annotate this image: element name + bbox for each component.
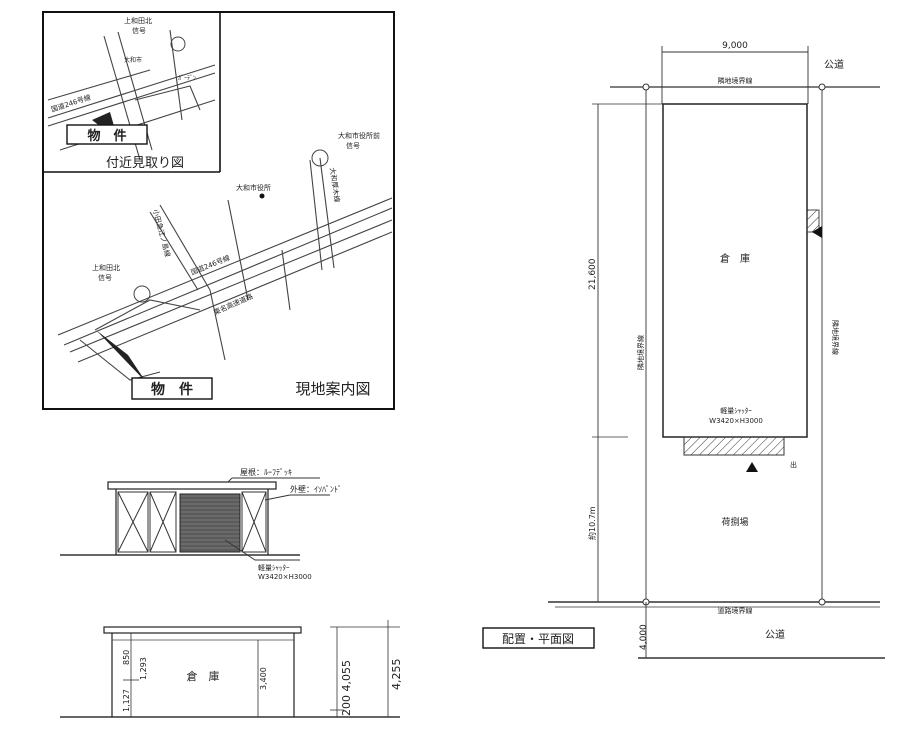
plan-boundary-top: 隣地境界線 [718,76,753,85]
elevation-shutter-size: W3420×H3000 [258,573,312,581]
inset-map-caption: 付近見取り図 [106,156,184,171]
section-dim-4255: 4,255 [390,659,403,691]
plan-title-box [482,627,595,649]
inset-property-label: 物 件 [87,128,126,144]
map-kamiwada-sign-label: 上和田北 [92,263,120,272]
section-dim-4055: 200 4,055 [340,660,353,716]
plan-dim-lot: 約10.7m [587,506,597,540]
section-dim-1293: 1,293 [139,657,148,680]
section-view: 倉 庫 850 1,293 1,127 3,400 200 4,055 4,25… [60,620,403,718]
map-yamato-office-sign-sub: 信号 [346,141,360,150]
inset-map: 上和田北 信号 大和市 国道246号線 ｶﾞｰﾃﾞﾝ 物 件 付近見取り図 [43,12,221,173]
plan-entrance-mark: 出 [790,460,797,469]
main-property-box [131,377,213,400]
plan-dim-length: 21,600 [588,258,598,290]
plan-public-road-top: 公道 [824,58,844,71]
elevation-view: 屋根：ﾙｰﾌﾃﾞｯｷ 外壁：ｲｿﾊﾟﾝﾄﾞ 軽量ｼｬｯﾀｰ W3420×H300… [60,467,342,581]
site-plan: 9,000 公道 隣地境界線 倉 庫 出 軽量ｼｬｯﾀｰ W3420×H3000… [482,41,885,659]
plan-shutter-size: W3420×H3000 [709,417,763,425]
inset-sign-sub-label: 信号 [132,26,146,35]
elevation-shutter [179,493,241,553]
plan-boundary-left: 隣地境界線 [636,335,645,370]
elevation-roof-note: 屋根：ﾙｰﾌﾃﾞｯｷ [240,467,292,477]
inset-garden-label: ｶﾞｰﾃﾞﾝ [178,75,196,82]
plan-shutter [683,436,785,456]
plan-boundary-bottom: 道路境界線 [718,606,753,615]
inset-city-label: 大和市 [124,56,142,64]
map-yamato-office-label: 大和市役所 [236,183,271,192]
section-dim-3400: 3,400 [259,667,268,690]
main-map: 大和市役所前 信号 大和市役所 小田急江ノ島線 大和厚木線 国道246号線 上和… [57,131,393,400]
plan-boundary-right: 隣地境界線 [831,320,840,355]
plan-warehouse-label: 倉 庫 [720,252,750,265]
location-map: 上和田北 信号 大和市 国道246号線 ｶﾞｰﾃﾞﾝ 物 件 付近見取り図 [42,11,395,410]
plan-title: 配置・平面図 [502,632,574,646]
entrance-triangle-icon [746,462,758,472]
plan-warehouse [662,103,808,438]
inset-property-box [66,124,148,145]
plan-loading-label: 荷捌場 [721,516,748,528]
plan-public-road-bottom: 公道 [765,628,785,641]
map-yamato-office-sign: 大和市役所前 [338,131,380,140]
plan-dim-width: 9,000 [722,41,748,51]
map-kamiwada-sign-sub: 信号 [98,273,112,282]
main-property-label: 物 件 [151,381,193,398]
section-dim-1127: 1,127 [122,689,131,712]
elevation-shutter-note: 軽量ｼｬｯﾀｰ [258,563,290,572]
plan-shutter-note: 軽量ｼｬｯﾀｰ [720,406,752,415]
elevation-wall-note: 外壁：ｲｿﾊﾟﾝﾄﾞ [290,484,342,494]
map-frame [42,11,395,410]
plan-dim-road: 4,000 [639,624,649,650]
section-room-label: 倉 庫 [187,669,220,683]
inset-sign-label: 上和田北 [124,16,152,25]
section-dim-850: 850 [122,650,131,665]
main-map-caption: 現地案内図 [295,380,370,398]
